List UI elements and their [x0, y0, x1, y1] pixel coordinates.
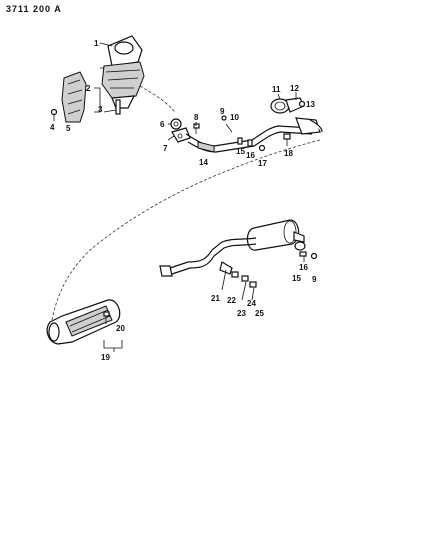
label-18: 18 [284, 149, 293, 158]
leader-lines [94, 42, 297, 352]
label-9-upper: 9 [220, 107, 225, 116]
label-11: 11 [272, 85, 281, 94]
nut-9 [221, 115, 227, 121]
label-1: 1 [94, 39, 99, 48]
main-muffler [211, 219, 305, 257]
label-16-upper: 16 [246, 151, 255, 160]
label-19: 19 [101, 353, 110, 362]
rubber-hanger-bracket [270, 97, 306, 114]
gasket-6 [170, 118, 182, 130]
assembly-path-line [51, 85, 321, 321]
bolt-20 [103, 311, 110, 324]
hanger-hardware-right [294, 241, 318, 262]
hanger-hardware-lower [221, 269, 257, 301]
gasket-6-inner [173, 121, 179, 127]
label-5: 5 [66, 124, 71, 133]
bolt-4 [50, 108, 58, 121]
label-24: 24 [247, 299, 256, 308]
label-15-lower: 15 [292, 274, 301, 283]
label-23: 23 [237, 309, 246, 318]
diagram-code: 3711 200 A [6, 4, 62, 14]
heat-shield [61, 71, 87, 123]
label-14: 14 [199, 158, 208, 167]
manifold-converter [101, 35, 145, 115]
label-17: 17 [258, 159, 267, 168]
label-8: 8 [194, 113, 199, 122]
bolt-8 [193, 123, 200, 134]
catalytic-converter [46, 299, 121, 345]
stud-10 [225, 123, 233, 133]
label-13: 13 [306, 100, 315, 109]
front-pipe [185, 117, 323, 153]
label-20: 20 [116, 324, 125, 333]
label-21: 21 [211, 294, 220, 303]
label-25: 25 [255, 309, 264, 318]
label-16-lower: 16 [299, 263, 308, 272]
hanger-hardware-upper [237, 137, 266, 152]
label-2: 2 [86, 84, 91, 93]
flange-7 [171, 127, 191, 143]
label-6: 6 [160, 120, 165, 129]
label-4: 4 [50, 123, 55, 132]
center-pipe [159, 249, 233, 277]
label-10: 10 [230, 113, 239, 122]
label-22: 22 [227, 296, 236, 305]
label-3: 3 [98, 105, 103, 114]
bolt-18 [283, 133, 291, 146]
label-7: 7 [163, 144, 168, 153]
label-15-upper: 15 [236, 147, 245, 156]
part-labels: 1 2 3 4 5 6 7 8 9 10 11 12 13 14 15 16 1… [50, 39, 317, 362]
label-12: 12 [290, 84, 299, 93]
label-9-lower: 9 [312, 275, 317, 284]
